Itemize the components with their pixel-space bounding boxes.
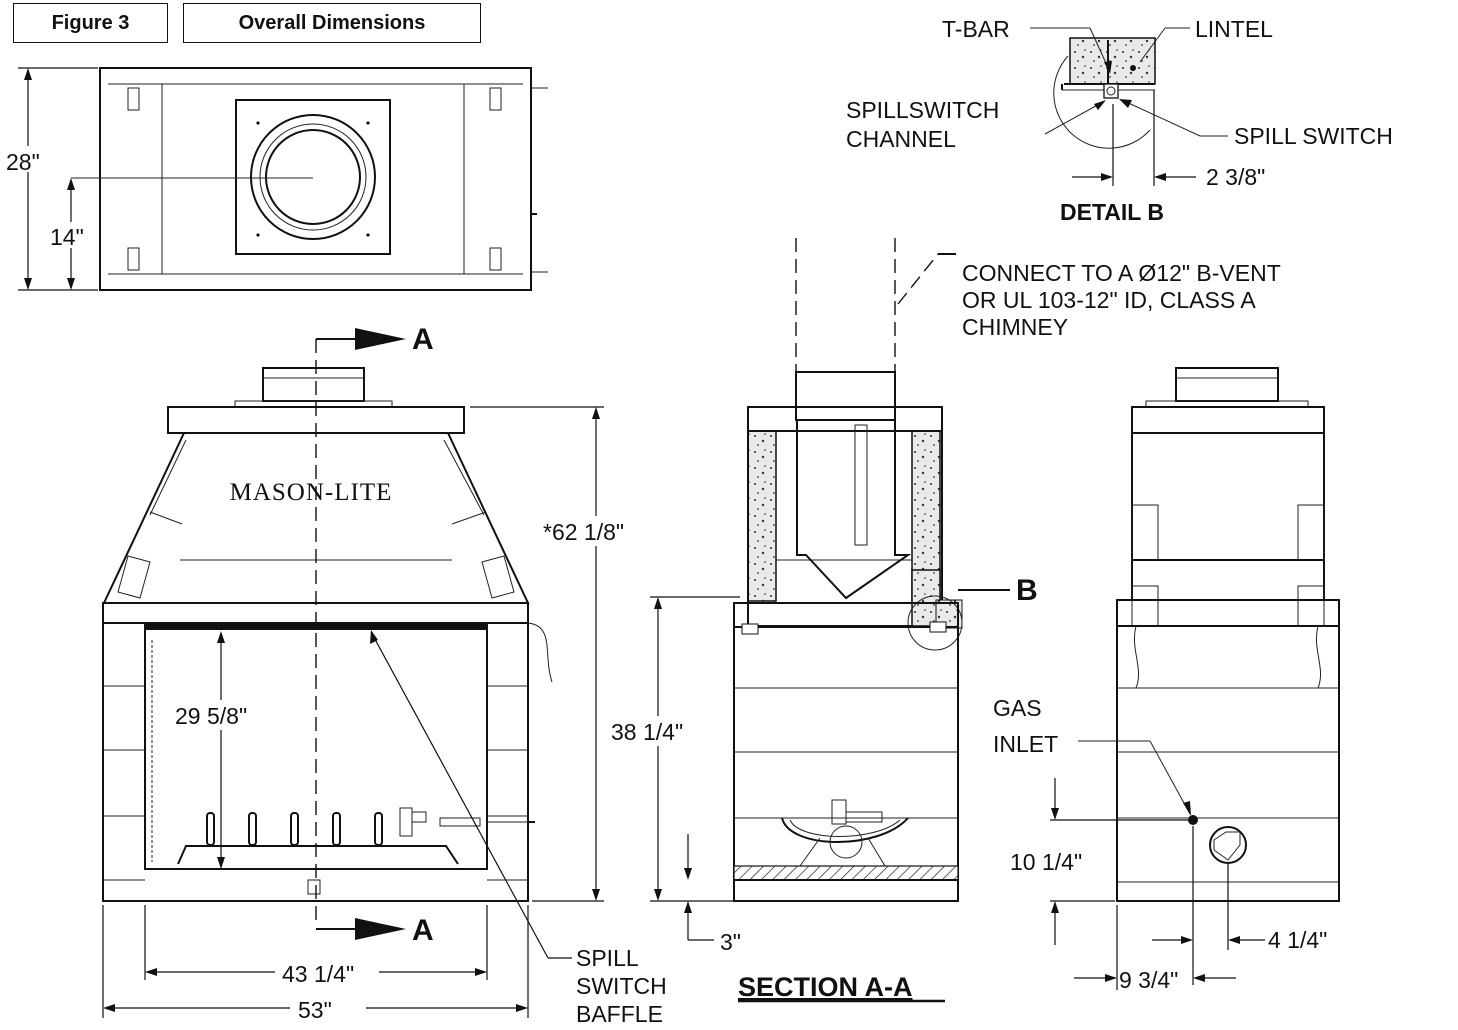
- spill-switch-label: SPILL SWITCH: [1234, 123, 1393, 149]
- spillswitch-channel-label-line2: CHANNEL: [846, 126, 956, 152]
- baffle-label-line1: SPILL: [576, 945, 639, 971]
- gas-height-dimension: 10 1/4": [1010, 849, 1082, 875]
- gas-inlet-label-line1: GAS: [993, 695, 1042, 721]
- baffle-label-line3: BAFFLE: [576, 1001, 663, 1027]
- top-view-dimensions: [4, 67, 98, 291]
- opening-height-dimension: 29 5/8": [175, 703, 247, 729]
- center-depth-dimension: 14": [50, 224, 84, 250]
- base-height-dimension: 38 1/4": [611, 719, 683, 745]
- overall-width-dimension: 53": [298, 997, 332, 1023]
- detail-b-marker: B: [1016, 574, 1038, 607]
- baffle-label-line2: SWITCH: [576, 973, 667, 999]
- top-view: [71, 67, 548, 291]
- gas-inlet-label-line2: INLET: [993, 731, 1058, 757]
- gas-depth-dimension: 9 3/4": [1119, 967, 1178, 993]
- detail-b-view: [1030, 27, 1228, 186]
- side-view: [1078, 367, 1340, 902]
- figure-label: Figure 3: [13, 3, 168, 43]
- lintel-label: LINTEL: [1195, 16, 1273, 42]
- figure-title: Overall Dimensions: [183, 3, 481, 43]
- chimney-note-line1: CONNECT TO A Ø12" B-VENT: [962, 260, 1281, 286]
- depth-dimension: 28": [6, 149, 40, 175]
- brand-logo: MASON-LITE: [230, 479, 393, 506]
- chimney-note-line2: OR UL 103-12" ID, CLASS A: [962, 287, 1256, 313]
- section-view: [733, 238, 1010, 902]
- detail-width-dimension: 2 3/8": [1206, 164, 1265, 190]
- gas-offset-dimension: 4 1/4": [1268, 927, 1327, 953]
- t-bar-label: T-BAR: [942, 16, 1010, 42]
- detail-b-title: DETAIL B: [1060, 199, 1164, 225]
- hearth-dimension: 3": [720, 929, 741, 955]
- spillswitch-channel-label-line1: SPILLSWITCH: [846, 97, 999, 123]
- chimney-note-line3: CHIMNEY: [962, 314, 1068, 340]
- section-marker-bottom: A: [412, 914, 434, 947]
- front-view-dimensions: [102, 406, 650, 1024]
- section-title: SECTION A-A: [738, 972, 913, 1002]
- front-view: [102, 328, 553, 940]
- section-marker-top: A: [412, 323, 434, 356]
- section-dimensions: [608, 596, 740, 941]
- side-view-dimensions: [1050, 778, 1265, 990]
- opening-width-dimension: 43 1/4": [282, 961, 354, 987]
- overall-height-dimension: *62 1/8": [543, 519, 624, 545]
